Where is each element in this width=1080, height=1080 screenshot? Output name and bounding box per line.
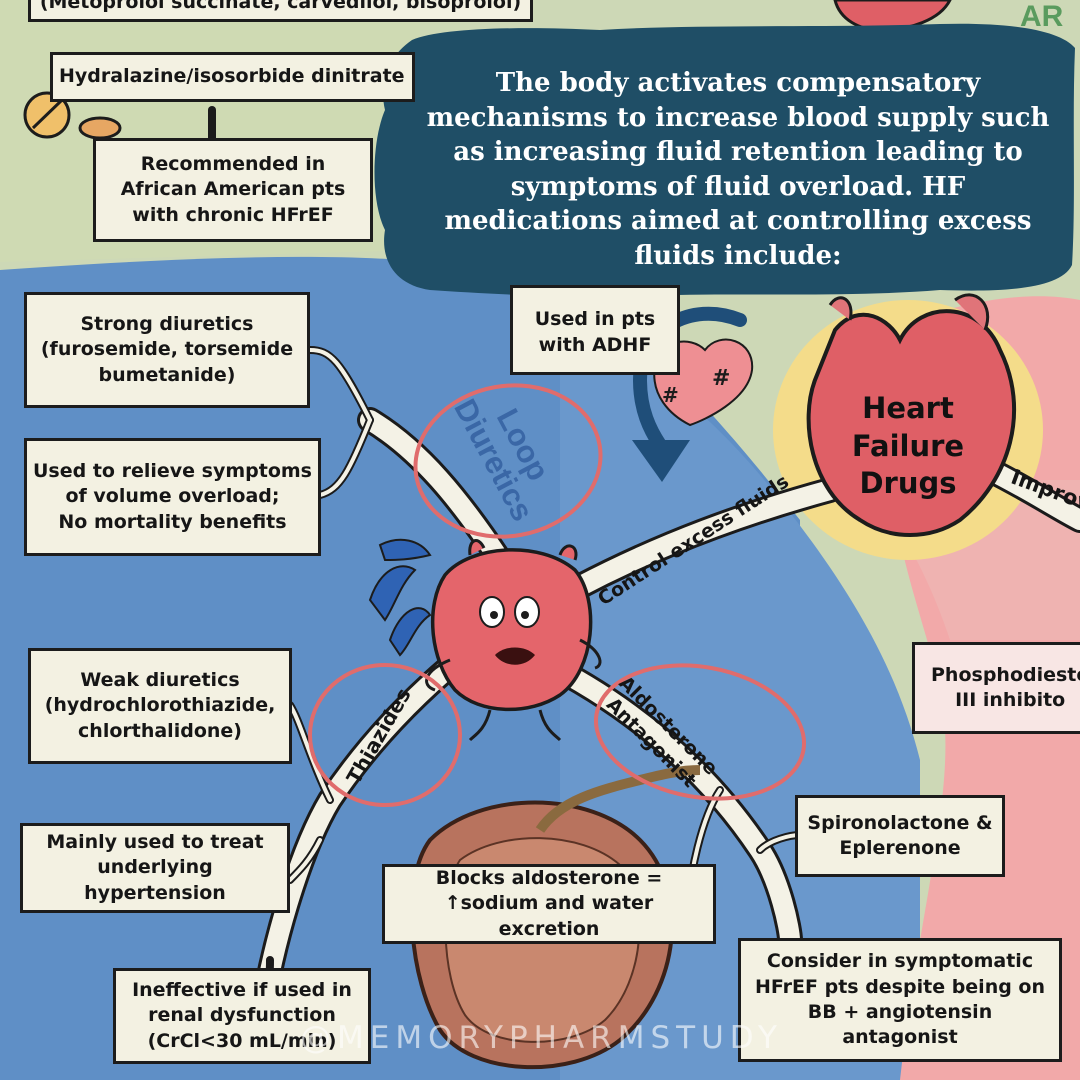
heart-illustration bbox=[806, 293, 1017, 537]
pill-illustration bbox=[23, 91, 122, 140]
callout-background bbox=[374, 23, 1075, 297]
heart-failure-drugs-title: Heart Failure Drugs bbox=[851, 391, 965, 501]
callout-text: The body activates compensatory mechanis… bbox=[426, 68, 1050, 271]
watermark: @MEMORYPHARMSTUDY bbox=[300, 1020, 783, 1056]
renal-dysfunction-box: Ineffective if used in renal dysfunction… bbox=[113, 968, 371, 1064]
spironolactone-box: Spironolactone & Eplerenone bbox=[795, 795, 1005, 877]
adhf-box: Used in pts with ADHF bbox=[510, 285, 680, 375]
blocks-aldosterone-box: Blocks aldosterone = ↑sodium and water e… bbox=[382, 864, 716, 944]
strong-diuretics-box: Strong diuretics (furosemide, torsemide … bbox=[24, 292, 310, 408]
recommended-african-american-box: Recommended in African American pts with… bbox=[93, 138, 373, 242]
svg-text:#: # bbox=[712, 366, 730, 391]
ara-partial-label: AR bbox=[1020, 0, 1064, 33]
blocks-aldosterone-line2: sodium and water excretion bbox=[460, 892, 654, 940]
hydralazine-box: Hydralazine/isosorbide dinitrate bbox=[50, 52, 415, 102]
consider-symptomatic-box: Consider in symptomatic HFrEF pts despit… bbox=[738, 938, 1062, 1062]
weak-diuretics-box: Weak diuretics (hydrochlorothiazide, chl… bbox=[28, 648, 292, 764]
svg-text:#: # bbox=[662, 383, 679, 407]
arrow-up-icon: ↑ bbox=[444, 892, 461, 915]
heart-character-illustration bbox=[425, 539, 602, 742]
blocks-aldosterone-line2-wrap: ↑sodium and water excretion bbox=[391, 891, 707, 942]
water-splash-illustration bbox=[368, 538, 432, 657]
highlight-ellipses bbox=[308, 383, 807, 807]
hypertension-box: Mainly used to treat underlying hyperten… bbox=[20, 823, 290, 913]
beta-blocker-examples-box: (Metoprolol succinate, carvedilol, bisop… bbox=[28, 0, 533, 22]
pde-inhibitor-box: Phosphodieste III inhibito bbox=[912, 642, 1080, 734]
blocks-aldosterone-line1: Blocks aldosterone = bbox=[435, 867, 663, 890]
relieve-symptoms-box: Used to relieve symptoms of volume overl… bbox=[24, 438, 321, 556]
